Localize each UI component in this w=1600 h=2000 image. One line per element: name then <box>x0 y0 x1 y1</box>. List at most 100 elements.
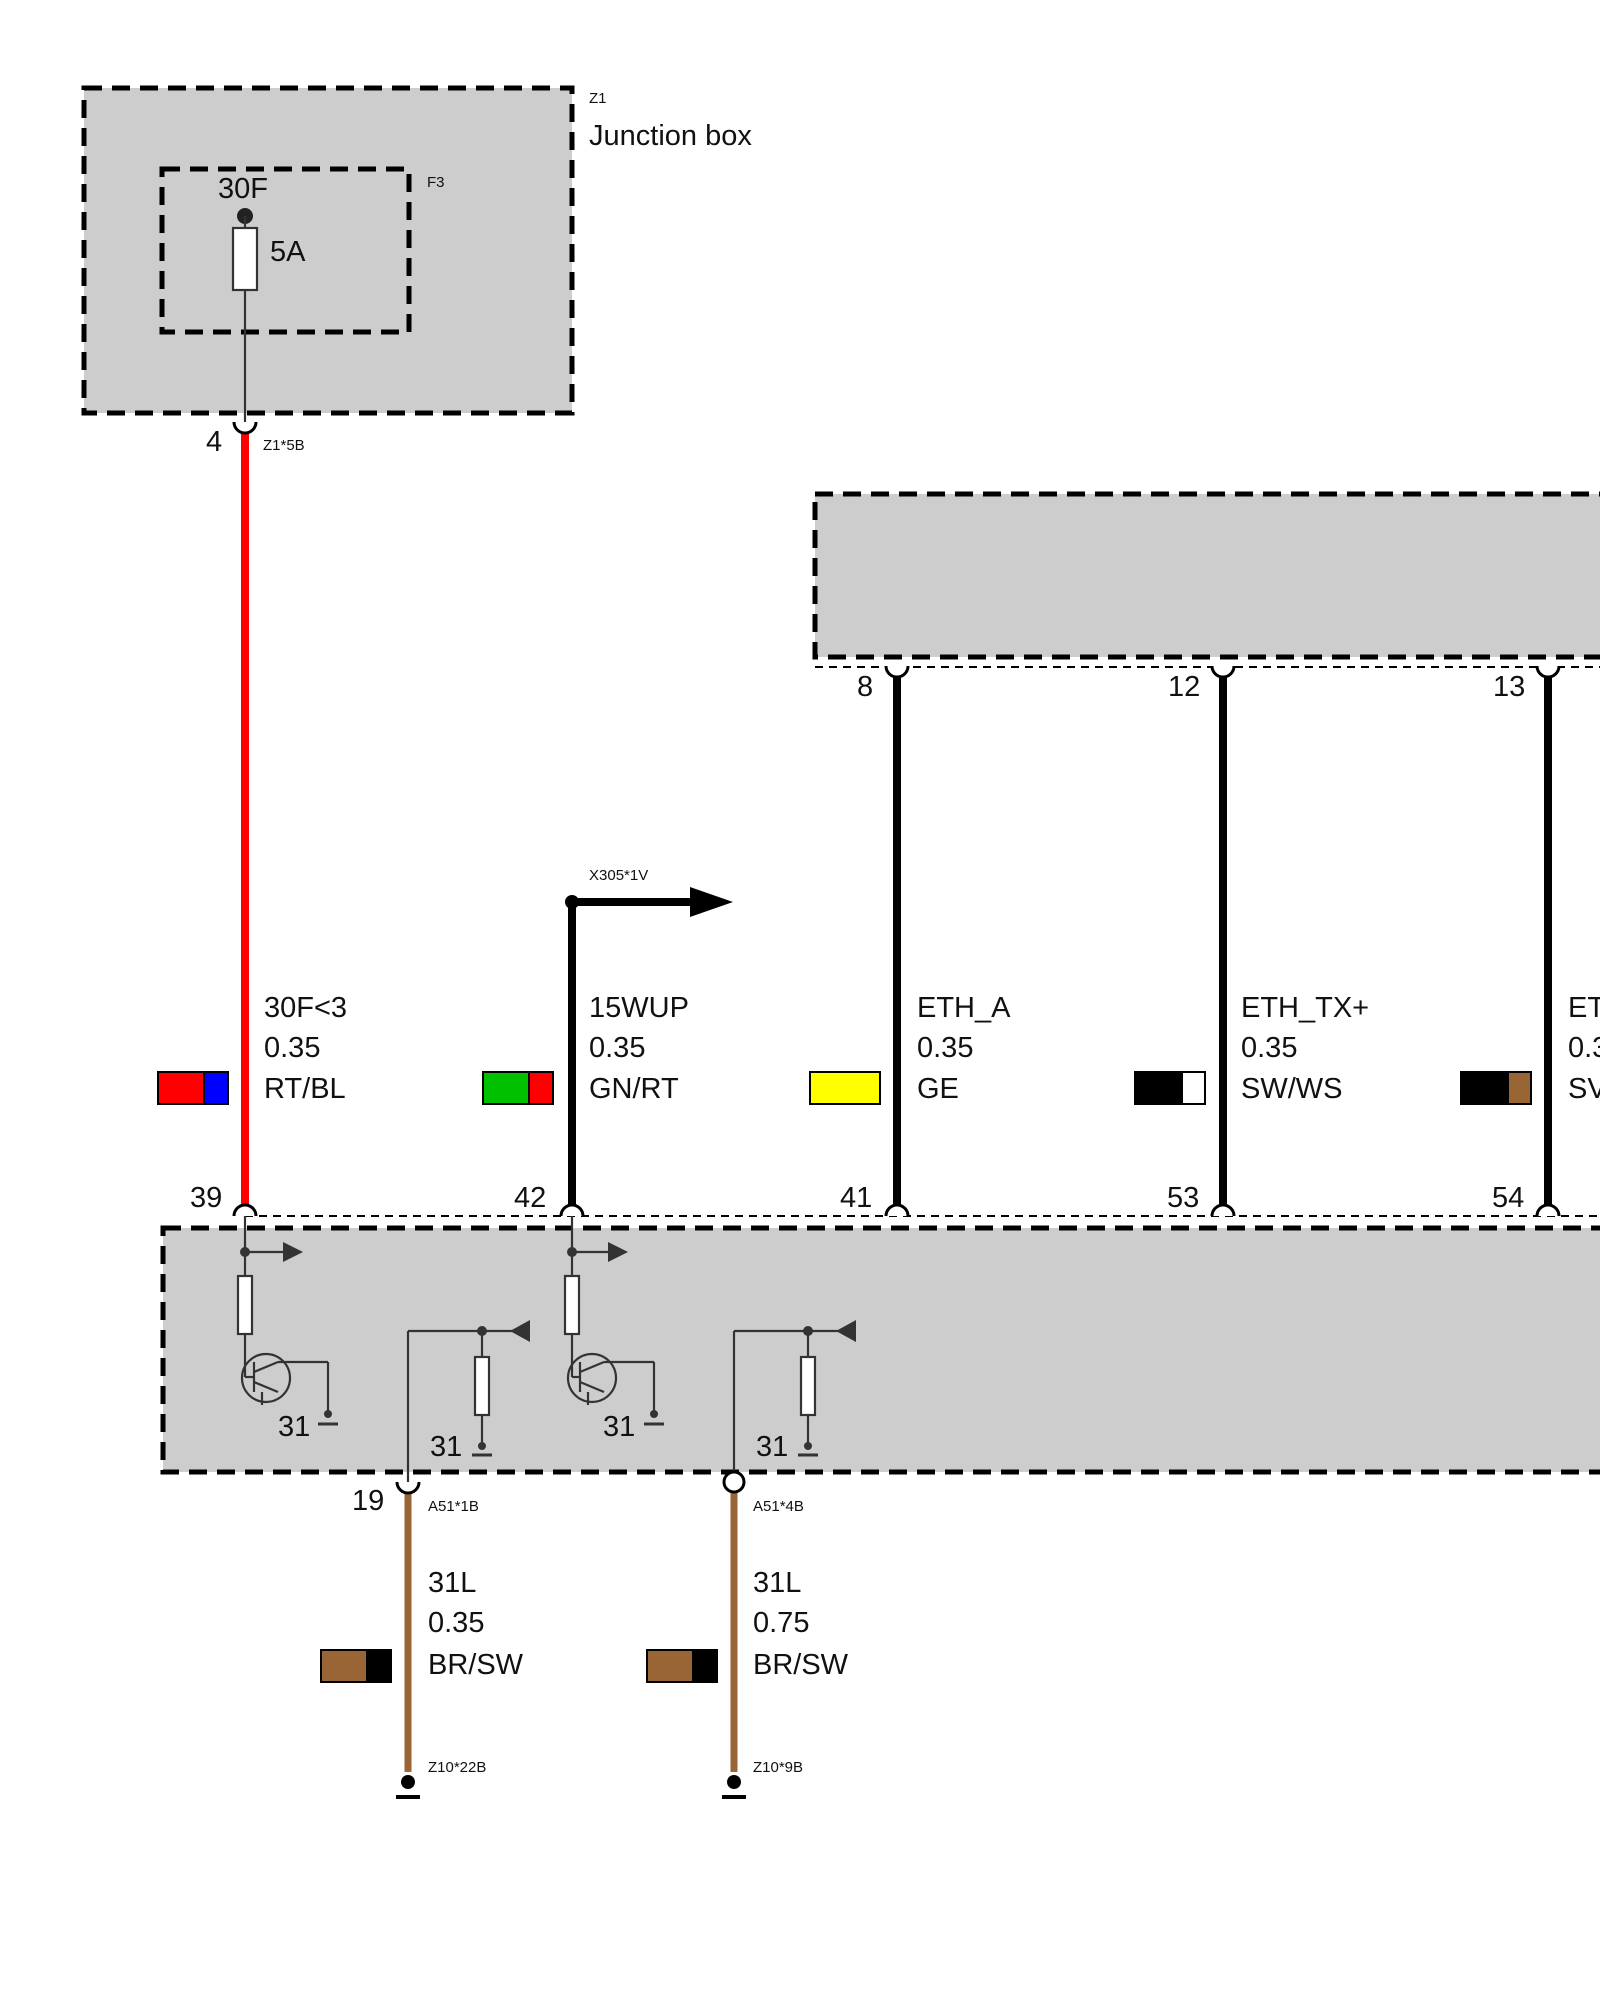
wire-signal: 30F<3 <box>264 992 347 1024</box>
wire-color-code: GN/RT <box>589 1073 679 1105</box>
wire-size: 0.35 <box>1241 1032 1297 1064</box>
wire-color-swatch <box>1507 1071 1532 1105</box>
wire-signal: ETH_TX+ <box>1241 992 1369 1024</box>
internal-ground-label: 31 <box>756 1431 788 1463</box>
module-pin-label: 53 <box>1167 1182 1199 1214</box>
top-module-outline <box>812 491 1600 660</box>
ground-wire-size: 0.75 <box>753 1607 809 1639</box>
pin-cup <box>559 1203 585 1217</box>
wire-color-swatch <box>528 1071 554 1105</box>
module-lower-connector: A51*1B <box>428 1498 479 1515</box>
junction-box: Z1 Junction box F3 30F 5A 4 Z1*5B <box>81 85 752 458</box>
wire-color-swatch <box>646 1649 694 1683</box>
resistor-symbol <box>799 1355 817 1417</box>
wire-size: 0.35 <box>589 1032 645 1064</box>
signal-arrow-icon <box>510 1320 530 1342</box>
top-module <box>812 491 1600 668</box>
wire-size: 0.35 <box>917 1032 973 1064</box>
fuse-id: F3 <box>427 174 445 191</box>
wire-signal: ETH_A <box>917 992 1011 1024</box>
ground-wire-signal: 31L <box>428 1567 476 1599</box>
wire-size: 0.3 <box>1568 1032 1600 1064</box>
lower-module-outline <box>160 1225 1600 1475</box>
wire-color-swatch <box>157 1071 205 1105</box>
fuse-symbol <box>231 226 259 292</box>
wire-label-2: ETH_A 0.35 GE <box>809 992 1011 1105</box>
ground-wire-color-code: BR/SW <box>753 1649 849 1681</box>
wire-signal: ET <box>1568 992 1600 1024</box>
wire-label-1: 15WUP 0.35 GN/RT <box>482 992 689 1105</box>
pin-cup <box>1210 1203 1236 1217</box>
wire-color-swatch <box>1134 1071 1183 1105</box>
wire-size: 0.35 <box>264 1032 320 1064</box>
wire-color-code: SV <box>1568 1073 1600 1105</box>
wire-color-swatch <box>203 1071 229 1105</box>
module-lower-pin: 19 <box>352 1485 384 1517</box>
wakeup-transistor-circuit: 31 <box>563 1216 664 1443</box>
ground-wire-0: 19 A51*1B 31L 0.35 BR/SW Z10*22B <box>320 1481 524 1799</box>
junction-box-id: Z1 <box>589 90 607 107</box>
wire-color-swatch <box>320 1649 368 1683</box>
wire-color-code: SW/WS <box>1241 1073 1343 1105</box>
pin-cup <box>232 1203 258 1217</box>
wire-label-0: 30F<3 0.35 RT/BL <box>157 992 347 1105</box>
signal-arrow-icon <box>608 1242 628 1262</box>
ground-point-dot <box>401 1775 415 1789</box>
wire-label-4: ET 0.3 SV <box>1460 992 1600 1105</box>
ground-sense-circuit-2: 31 <box>732 1320 856 1474</box>
resistor-symbol <box>236 1274 254 1336</box>
pin-cup <box>1210 665 1236 679</box>
module-pin-label: 54 <box>1492 1182 1524 1214</box>
pin-cup <box>884 1203 910 1217</box>
pin-cup <box>884 665 910 679</box>
module-pin-label: 42 <box>514 1182 546 1214</box>
ground-sense-circuit-1: 31 <box>406 1320 530 1482</box>
wire-color-code: RT/BL <box>264 1073 346 1105</box>
fuse-rating: 5A <box>270 236 306 268</box>
ground-point-ref: Z10*22B <box>428 1759 486 1776</box>
fuse-housing <box>159 166 412 335</box>
wire-label-3: ETH_TX+ 0.35 SW/WS <box>1134 992 1369 1105</box>
module-pin-label: 41 <box>840 1182 872 1214</box>
wire-color-swatch <box>366 1649 392 1683</box>
internal-ground-label: 31 <box>430 1431 462 1463</box>
upper-wires: X305*1V <box>232 421 1561 1213</box>
junction-box-outline <box>81 85 575 416</box>
wire-color-code: GE <box>917 1073 959 1105</box>
ground-wire-color-code: BR/SW <box>428 1649 524 1681</box>
lower-module <box>160 1215 1600 1475</box>
ground-point-dot <box>727 1775 741 1789</box>
junction-box-name: Junction box <box>589 120 752 152</box>
wire-color-swatch <box>1460 1071 1509 1105</box>
wire-color-swatch <box>1181 1071 1206 1105</box>
internal-ground-label: 31 <box>278 1411 310 1443</box>
ground-wire-signal: 31L <box>753 1567 801 1599</box>
pin-cup <box>1535 665 1561 679</box>
wire-color-swatch <box>692 1649 718 1683</box>
wire-color-swatch <box>482 1071 530 1105</box>
pin-ring <box>722 1470 746 1494</box>
continuation-arrow-icon <box>690 887 733 917</box>
signal-arrow-icon <box>283 1242 303 1262</box>
module-pin-label: 39 <box>190 1182 222 1214</box>
module-lower-connector: A51*4B <box>753 1498 804 1515</box>
transistor-icon <box>566 1352 618 1404</box>
ground-point-ref: Z10*9B <box>753 1759 803 1776</box>
ground-wire-size: 0.35 <box>428 1607 484 1639</box>
input-transistor-circuit: 31 <box>236 1216 338 1443</box>
pin-cup <box>232 421 258 435</box>
junction-box-connector: Z1*5B <box>263 437 305 454</box>
top-pin-label: 8 <box>857 671 873 703</box>
pin-cup <box>395 1481 421 1495</box>
ground-wire-1: A51*4B 31L 0.75 BR/SW Z10*9B <box>646 1470 849 1799</box>
arrow-reference: X305*1V <box>589 867 648 884</box>
internal-ground-label: 31 <box>603 1411 635 1443</box>
module-pin-cups <box>232 1203 1561 1217</box>
top-pin-label: 13 <box>1493 671 1525 703</box>
signal-arrow-icon <box>836 1320 856 1342</box>
resistor-symbol <box>473 1355 491 1417</box>
wire-signal: 15WUP <box>589 992 689 1024</box>
top-pin-label: 12 <box>1168 671 1200 703</box>
transistor-icon <box>240 1352 292 1404</box>
